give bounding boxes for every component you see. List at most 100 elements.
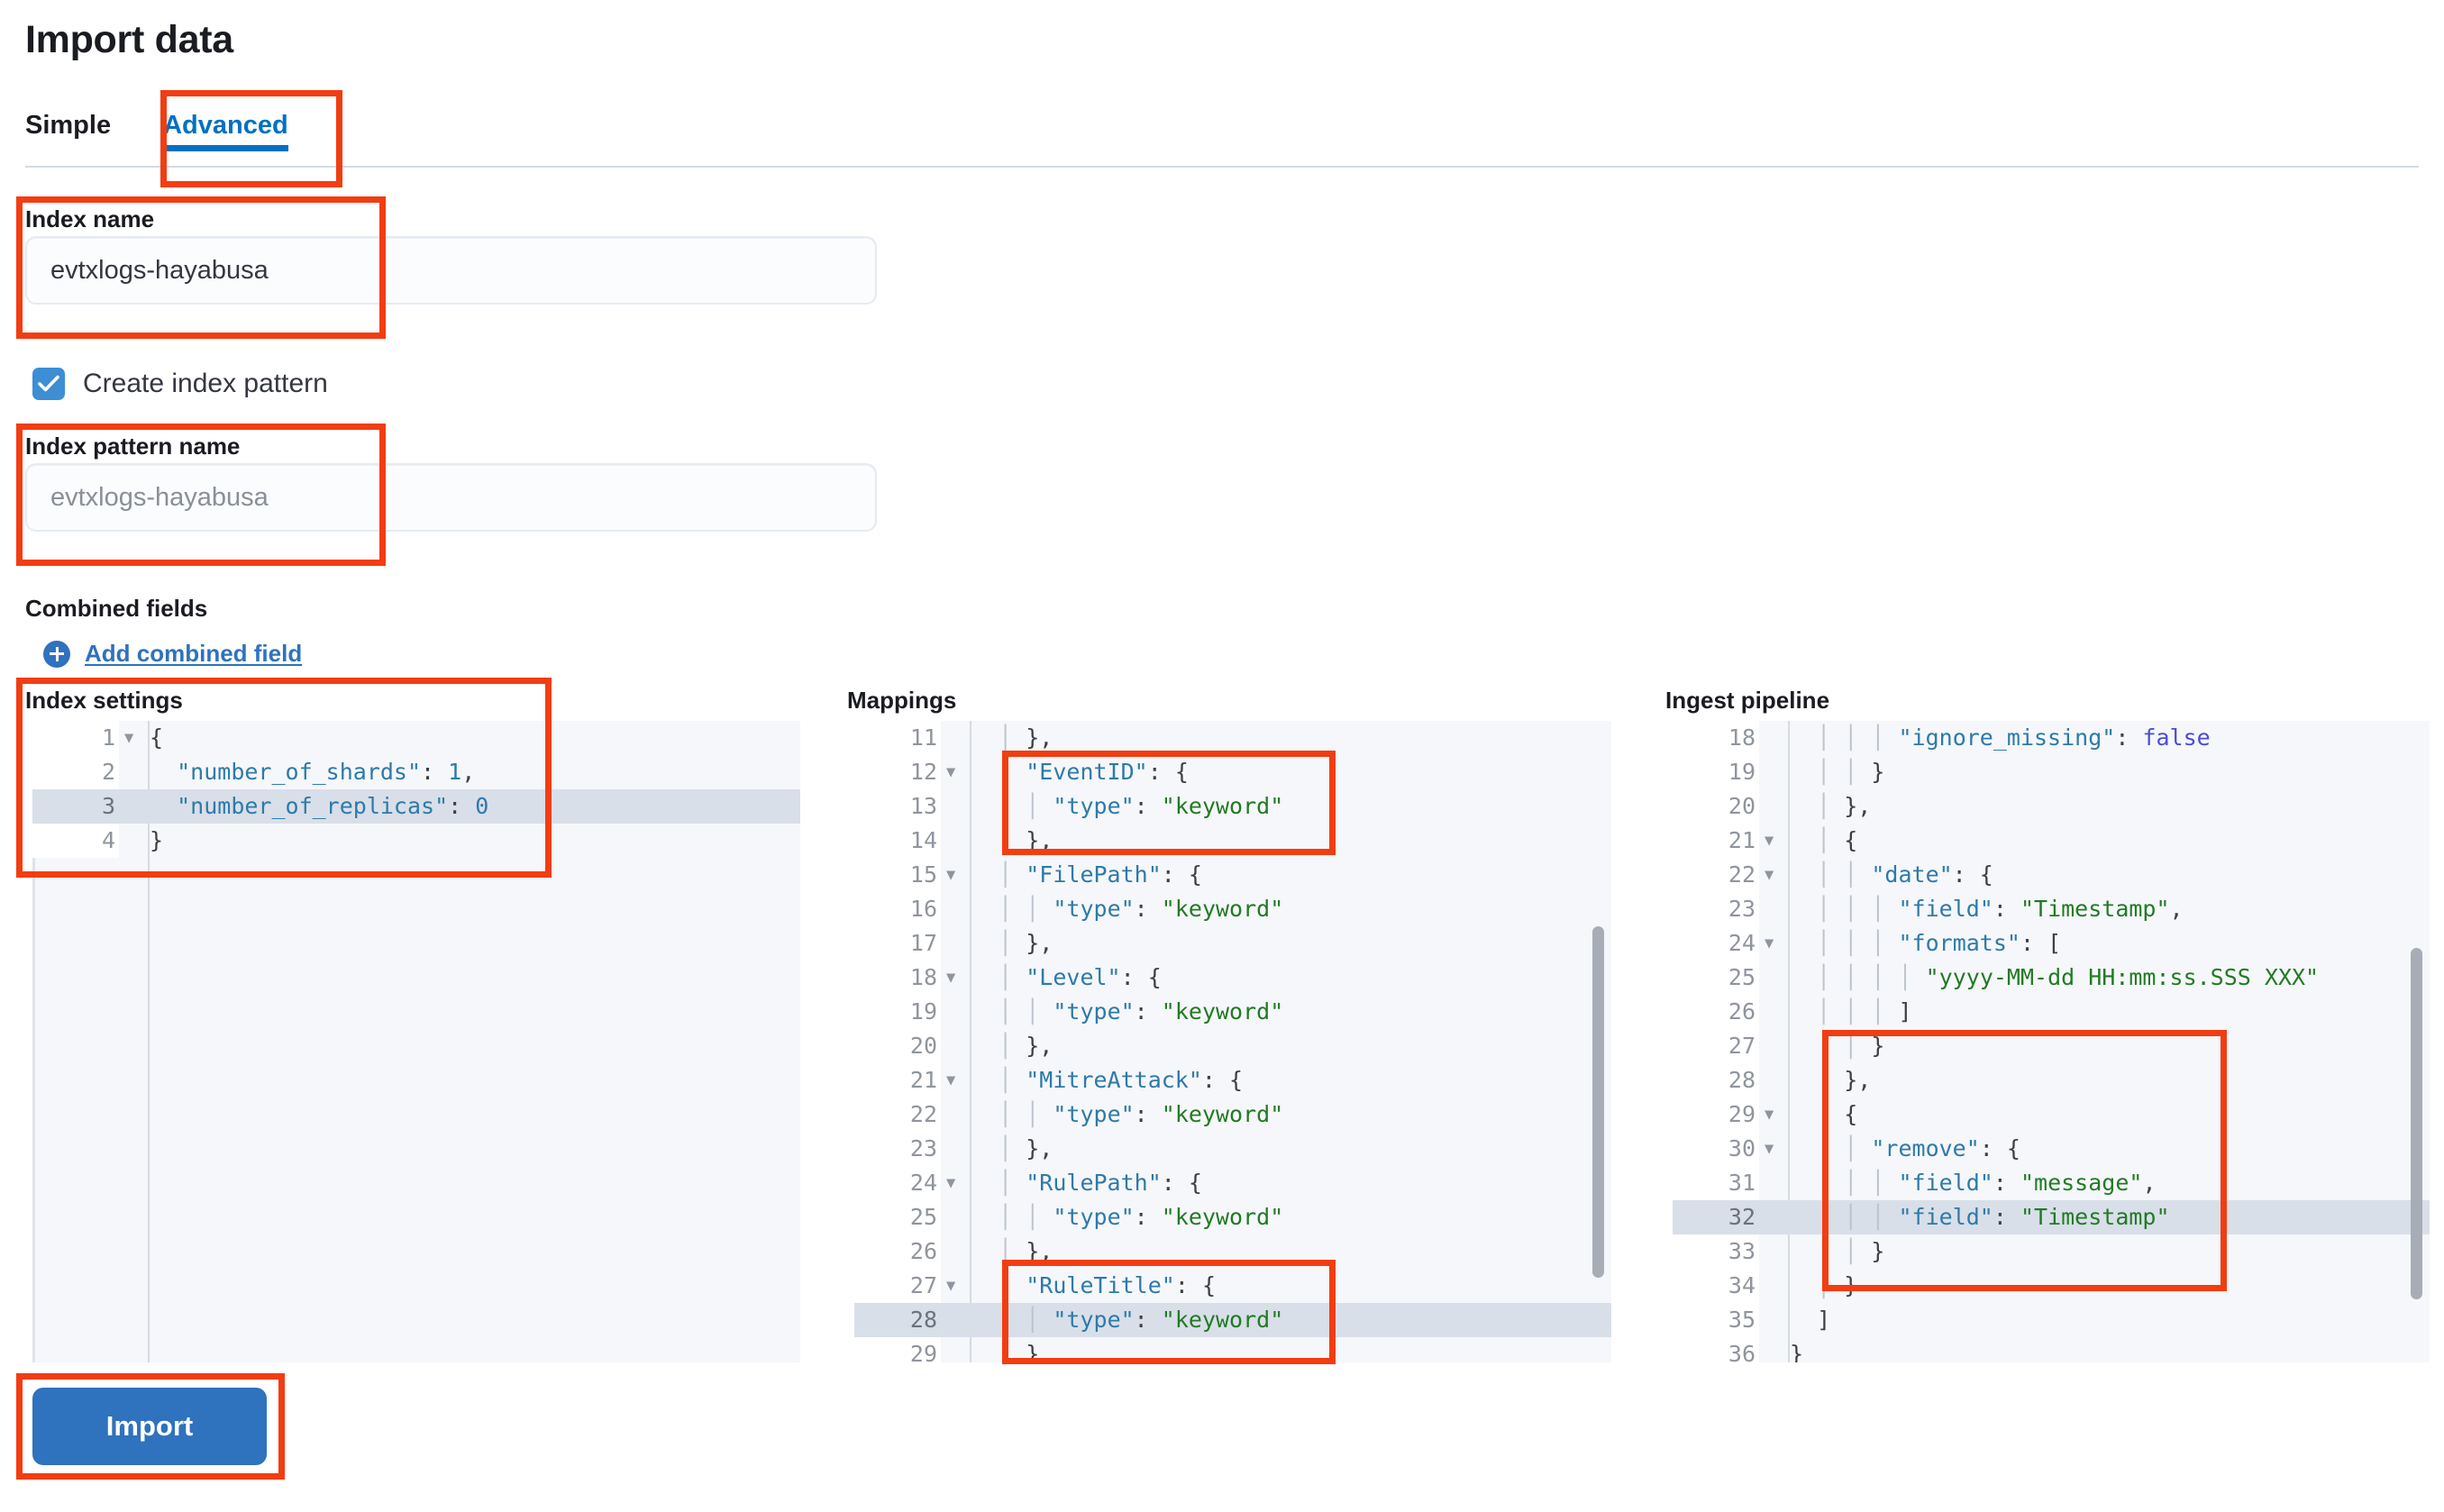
code-text: │ │ │ "field": "message",: [1817, 1170, 2157, 1196]
code-line[interactable]: 29 │ },: [854, 1337, 1611, 1362]
code-text: │ │ "type": "keyword": [999, 998, 1284, 1025]
line-number: 14: [854, 824, 941, 858]
fold-toggle-icon[interactable]: ▼: [1765, 1106, 1774, 1124]
code-line[interactable]: 33 │ │ }: [1673, 1234, 2430, 1269]
code-line[interactable]: 15▼ │ "FilePath": {: [854, 858, 1611, 892]
code-line[interactable]: 11 │ },: [854, 721, 1611, 755]
code-line[interactable]: 13 │ │ "type": "keyword": [854, 789, 1611, 824]
fold-toggle-icon[interactable]: ▼: [946, 866, 956, 884]
code-line[interactable]: 28 │ },: [1673, 1063, 2430, 1098]
code-text: │ },: [999, 1238, 1053, 1264]
code-text: │ "Level": {: [999, 964, 1162, 990]
code-line[interactable]: 1▼{: [32, 721, 800, 755]
line-number: 23: [1673, 892, 1759, 926]
mappings-code[interactable]: 11 │ },12 ▼ │ "EventID": { 13 │ │ "type": …: [854, 721, 1611, 1362]
code-line[interactable]: 26 │ │ │ ]: [1673, 995, 2430, 1029]
code-text: │ "EventID": {: [999, 759, 1189, 785]
fold-toggle-icon[interactable]: ▼: [1765, 832, 1774, 850]
line-number: 22: [1673, 858, 1759, 892]
line-number: 24: [1673, 926, 1759, 961]
code-text: "number_of_shards": 1,: [177, 759, 476, 785]
code-line[interactable]: 4}: [32, 824, 800, 858]
code-line[interactable]: 25 │ │ "type": "keyword": [854, 1200, 1611, 1234]
fold-toggle-icon[interactable]: ▼: [1765, 866, 1774, 884]
code-line[interactable]: 20 │ },: [1673, 789, 2430, 824]
index-settings-code[interactable]: 1▼{2 "number_of_shards": 1,3 "number_of_…: [32, 721, 800, 858]
code-text: ]: [1817, 1307, 1831, 1333]
import-button[interactable]: Import: [32, 1388, 267, 1465]
code-text: │ │ "type": "keyword": [999, 1101, 1284, 1127]
fold-toggle-icon[interactable]: ▼: [1765, 1140, 1774, 1158]
mappings-title: Mappings: [847, 687, 957, 714]
code-line[interactable]: 12 ▼ │ "EventID": {: [854, 755, 1611, 789]
code-line[interactable]: 19 │ │ "type": "keyword": [854, 995, 1611, 1029]
code-line[interactable]: 19 │ │ }: [1673, 755, 2430, 789]
code-line[interactable]: 26 │ },: [854, 1234, 1611, 1269]
code-text: "number_of_replicas": 0: [177, 793, 489, 819]
ingest-pipeline-vertical-scrollbar[interactable]: [2411, 948, 2422, 1299]
code-line[interactable]: 20 │ },: [854, 1029, 1611, 1063]
code-text: │ "RulePath": {: [999, 1170, 1202, 1196]
code-line[interactable]: 22▼ │ │ "date": {: [1673, 858, 2430, 892]
tab-simple[interactable]: Simple: [25, 111, 112, 140]
line-number: 34: [1673, 1269, 1759, 1303]
code-line[interactable]: 32 │ │ │ "field": "Timestamp": [1673, 1200, 2430, 1234]
code-line[interactable]: 3 "number_of_replicas": 0: [32, 789, 800, 824]
code-line[interactable]: 17 │ },: [854, 926, 1611, 961]
tab-advanced[interactable]: Advanced: [136, 111, 315, 159]
code-line[interactable]: 22 │ │ "type": "keyword": [854, 1098, 1611, 1132]
line-number: 32: [1673, 1200, 1759, 1234]
code-line[interactable]: 35 ]: [1673, 1303, 2430, 1337]
code-line[interactable]: 30▼ │ │ "remove": {: [1673, 1132, 2430, 1166]
line-number: 4: [32, 824, 119, 858]
index-name-input[interactable]: evtxlogs-hayabusa: [25, 236, 877, 305]
code-text: │ │ }: [1817, 1033, 1885, 1059]
code-line[interactable]: 31 │ │ │ "field": "message",: [1673, 1166, 2430, 1200]
code-line[interactable]: 14 │ },: [854, 824, 1611, 858]
code-line[interactable]: 29▼ │ {: [1673, 1098, 2430, 1132]
code-line[interactable]: 36}: [1673, 1337, 2430, 1362]
fold-toggle-icon[interactable]: ▼: [946, 763, 956, 781]
create-index-pattern-checkbox[interactable]: Create index pattern: [32, 368, 328, 400]
code-line[interactable]: 27 │ │ }: [1673, 1029, 2430, 1063]
code-text: │ },: [999, 1135, 1053, 1161]
code-line[interactable]: 18▼ │ "Level": {: [854, 961, 1611, 995]
code-text: │ │ │ ]: [1817, 998, 1912, 1025]
line-number: 17: [854, 926, 941, 961]
code-line[interactable]: 16 │ │ "type": "keyword": [854, 892, 1611, 926]
code-line[interactable]: 24 ▼ │ │ │ "formats": [: [1673, 926, 2430, 961]
index-settings-title: Index settings: [25, 687, 183, 714]
code-line[interactable]: 18 │ │ │ "ignore_missing": false: [1673, 721, 2430, 755]
fold-toggle-icon[interactable]: ▼: [124, 729, 134, 747]
line-number: 1: [32, 721, 119, 755]
index-settings-editor[interactable]: 1▼{2 "number_of_shards": 1,3 "number_of_…: [32, 721, 800, 1362]
code-text: │ │ │ "formats": [: [1817, 930, 2062, 956]
tab-bar-divider: [25, 166, 2419, 168]
code-line[interactable]: 2 "number_of_shards": 1,: [32, 755, 800, 789]
code-line[interactable]: 23 │ │ │ "field": "Timestamp",: [1673, 892, 2430, 926]
index-pattern-name-input[interactable]: evtxlogs-hayabusa: [25, 463, 877, 532]
mappings-vertical-scrollbar[interactable]: [1592, 926, 1604, 1278]
code-line[interactable]: 21▼ │ {: [1673, 824, 2430, 858]
code-line[interactable]: 25 │ │ │ │ "yyyy-MM-dd HH:mm:ss.SSS XXX": [1673, 961, 2430, 995]
code-line[interactable]: 27▼ │ "RuleTitle": {: [854, 1269, 1611, 1303]
code-line[interactable]: 28 │ │ "type": "keyword": [854, 1303, 1611, 1337]
fold-toggle-icon[interactable]: ▼: [946, 1071, 956, 1089]
line-number: 12: [854, 755, 941, 789]
code-line[interactable]: 23 │ },: [854, 1132, 1611, 1166]
editor-gutter-separator: [970, 721, 971, 1362]
code-line[interactable]: 24▼ │ "RulePath": {: [854, 1166, 1611, 1200]
code-text: │ {: [1817, 1101, 1858, 1127]
fold-toggle-icon[interactable]: ▼: [1765, 934, 1774, 952]
code-line[interactable]: 21▼ │ "MitreAttack": {: [854, 1063, 1611, 1098]
line-number: 21: [854, 1063, 941, 1098]
fold-toggle-icon[interactable]: ▼: [946, 1277, 956, 1295]
add-combined-field-link[interactable]: Add combined field: [43, 640, 302, 668]
line-number: 30: [1673, 1132, 1759, 1166]
fold-toggle-icon[interactable]: ▼: [946, 1174, 956, 1192]
fold-toggle-icon[interactable]: ▼: [946, 969, 956, 987]
code-line[interactable]: 34 │ }: [1673, 1269, 2430, 1303]
mappings-editor[interactable]: 11 │ },12 ▼ │ "EventID": { 13 │ │ "type": …: [854, 721, 1611, 1362]
